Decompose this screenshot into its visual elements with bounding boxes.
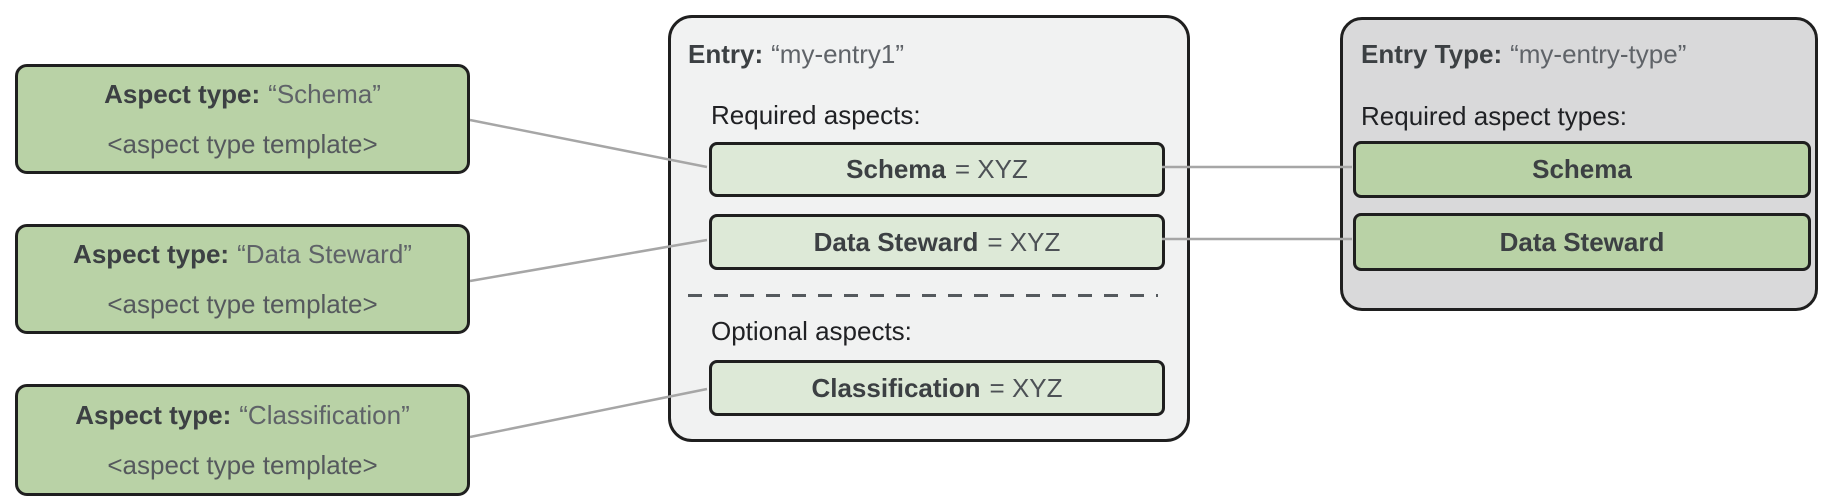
entry-type-name: “my-entry-type” bbox=[1510, 39, 1687, 69]
aspect-name: Classification bbox=[811, 372, 981, 403]
aspect-type-card-data-steward: Aspect type:“Data Steward” <aspect type … bbox=[15, 224, 470, 334]
aspect-type-card-classification: Aspect type:“Classification” <aspect typ… bbox=[15, 384, 470, 496]
aspect-type-name: “Data Steward” bbox=[237, 239, 412, 269]
aspect-type-label: Aspect type: bbox=[73, 239, 230, 269]
entry-type-required-data-steward: Data Steward bbox=[1353, 213, 1811, 271]
aspect-value: = XYZ bbox=[989, 372, 1063, 403]
entry-required-aspect-schema: Schema = XYZ bbox=[709, 142, 1165, 197]
entry-type-title: Entry Type:“my-entry-type” bbox=[1361, 41, 1686, 67]
aspect-type-template: <aspect type template> bbox=[107, 289, 378, 319]
aspect-type-name: Schema bbox=[1532, 154, 1632, 184]
aspect-type-name: Data Steward bbox=[1499, 226, 1665, 257]
aspect-type-label: Aspect type: bbox=[75, 400, 232, 430]
aspect-type-title: Aspect type:“Classification” bbox=[75, 402, 410, 428]
optional-aspects-label: Optional aspects: bbox=[711, 316, 912, 346]
entry-type-label: Entry Type: bbox=[1361, 39, 1503, 69]
aspect-type-label: Aspect type: bbox=[104, 79, 261, 109]
aspect-name: Schema bbox=[846, 154, 946, 184]
aspect-type-card-schema: Aspect type:“Schema” <aspect type templa… bbox=[15, 64, 470, 174]
aspect-type-template: <aspect type template> bbox=[107, 450, 378, 480]
aspect-type-title: Aspect type:“Schema” bbox=[104, 81, 381, 107]
entry-optional-aspect-classification: Classification = XYZ bbox=[709, 360, 1165, 416]
aspect-type-title: Aspect type:“Data Steward” bbox=[73, 241, 412, 267]
aspect-type-template: <aspect type template> bbox=[107, 129, 378, 159]
aspect-type-name: “Classification” bbox=[239, 400, 410, 430]
entry-label: Entry: bbox=[688, 39, 764, 69]
aspect-type-name: “Schema” bbox=[268, 79, 381, 109]
entry-name: “my-entry1” bbox=[771, 39, 905, 69]
aspect-name: Data Steward bbox=[813, 226, 979, 257]
entry-card: Entry:“my-entry1” Required aspects: Sche… bbox=[668, 15, 1190, 442]
entry-title: Entry:“my-entry1” bbox=[688, 41, 904, 67]
aspect-value: = XYZ bbox=[954, 154, 1028, 184]
entry-type-card: Entry Type:“my-entry-type” Required aspe… bbox=[1340, 17, 1818, 311]
entry-required-aspect-data-steward: Data Steward = XYZ bbox=[709, 214, 1165, 270]
entry-type-required-schema: Schema bbox=[1353, 141, 1811, 198]
required-aspects-label: Required aspects: bbox=[711, 100, 921, 130]
required-aspect-types-label: Required aspect types: bbox=[1361, 101, 1627, 131]
aspect-value: = XYZ bbox=[987, 226, 1061, 257]
required-optional-divider bbox=[688, 294, 1158, 297]
